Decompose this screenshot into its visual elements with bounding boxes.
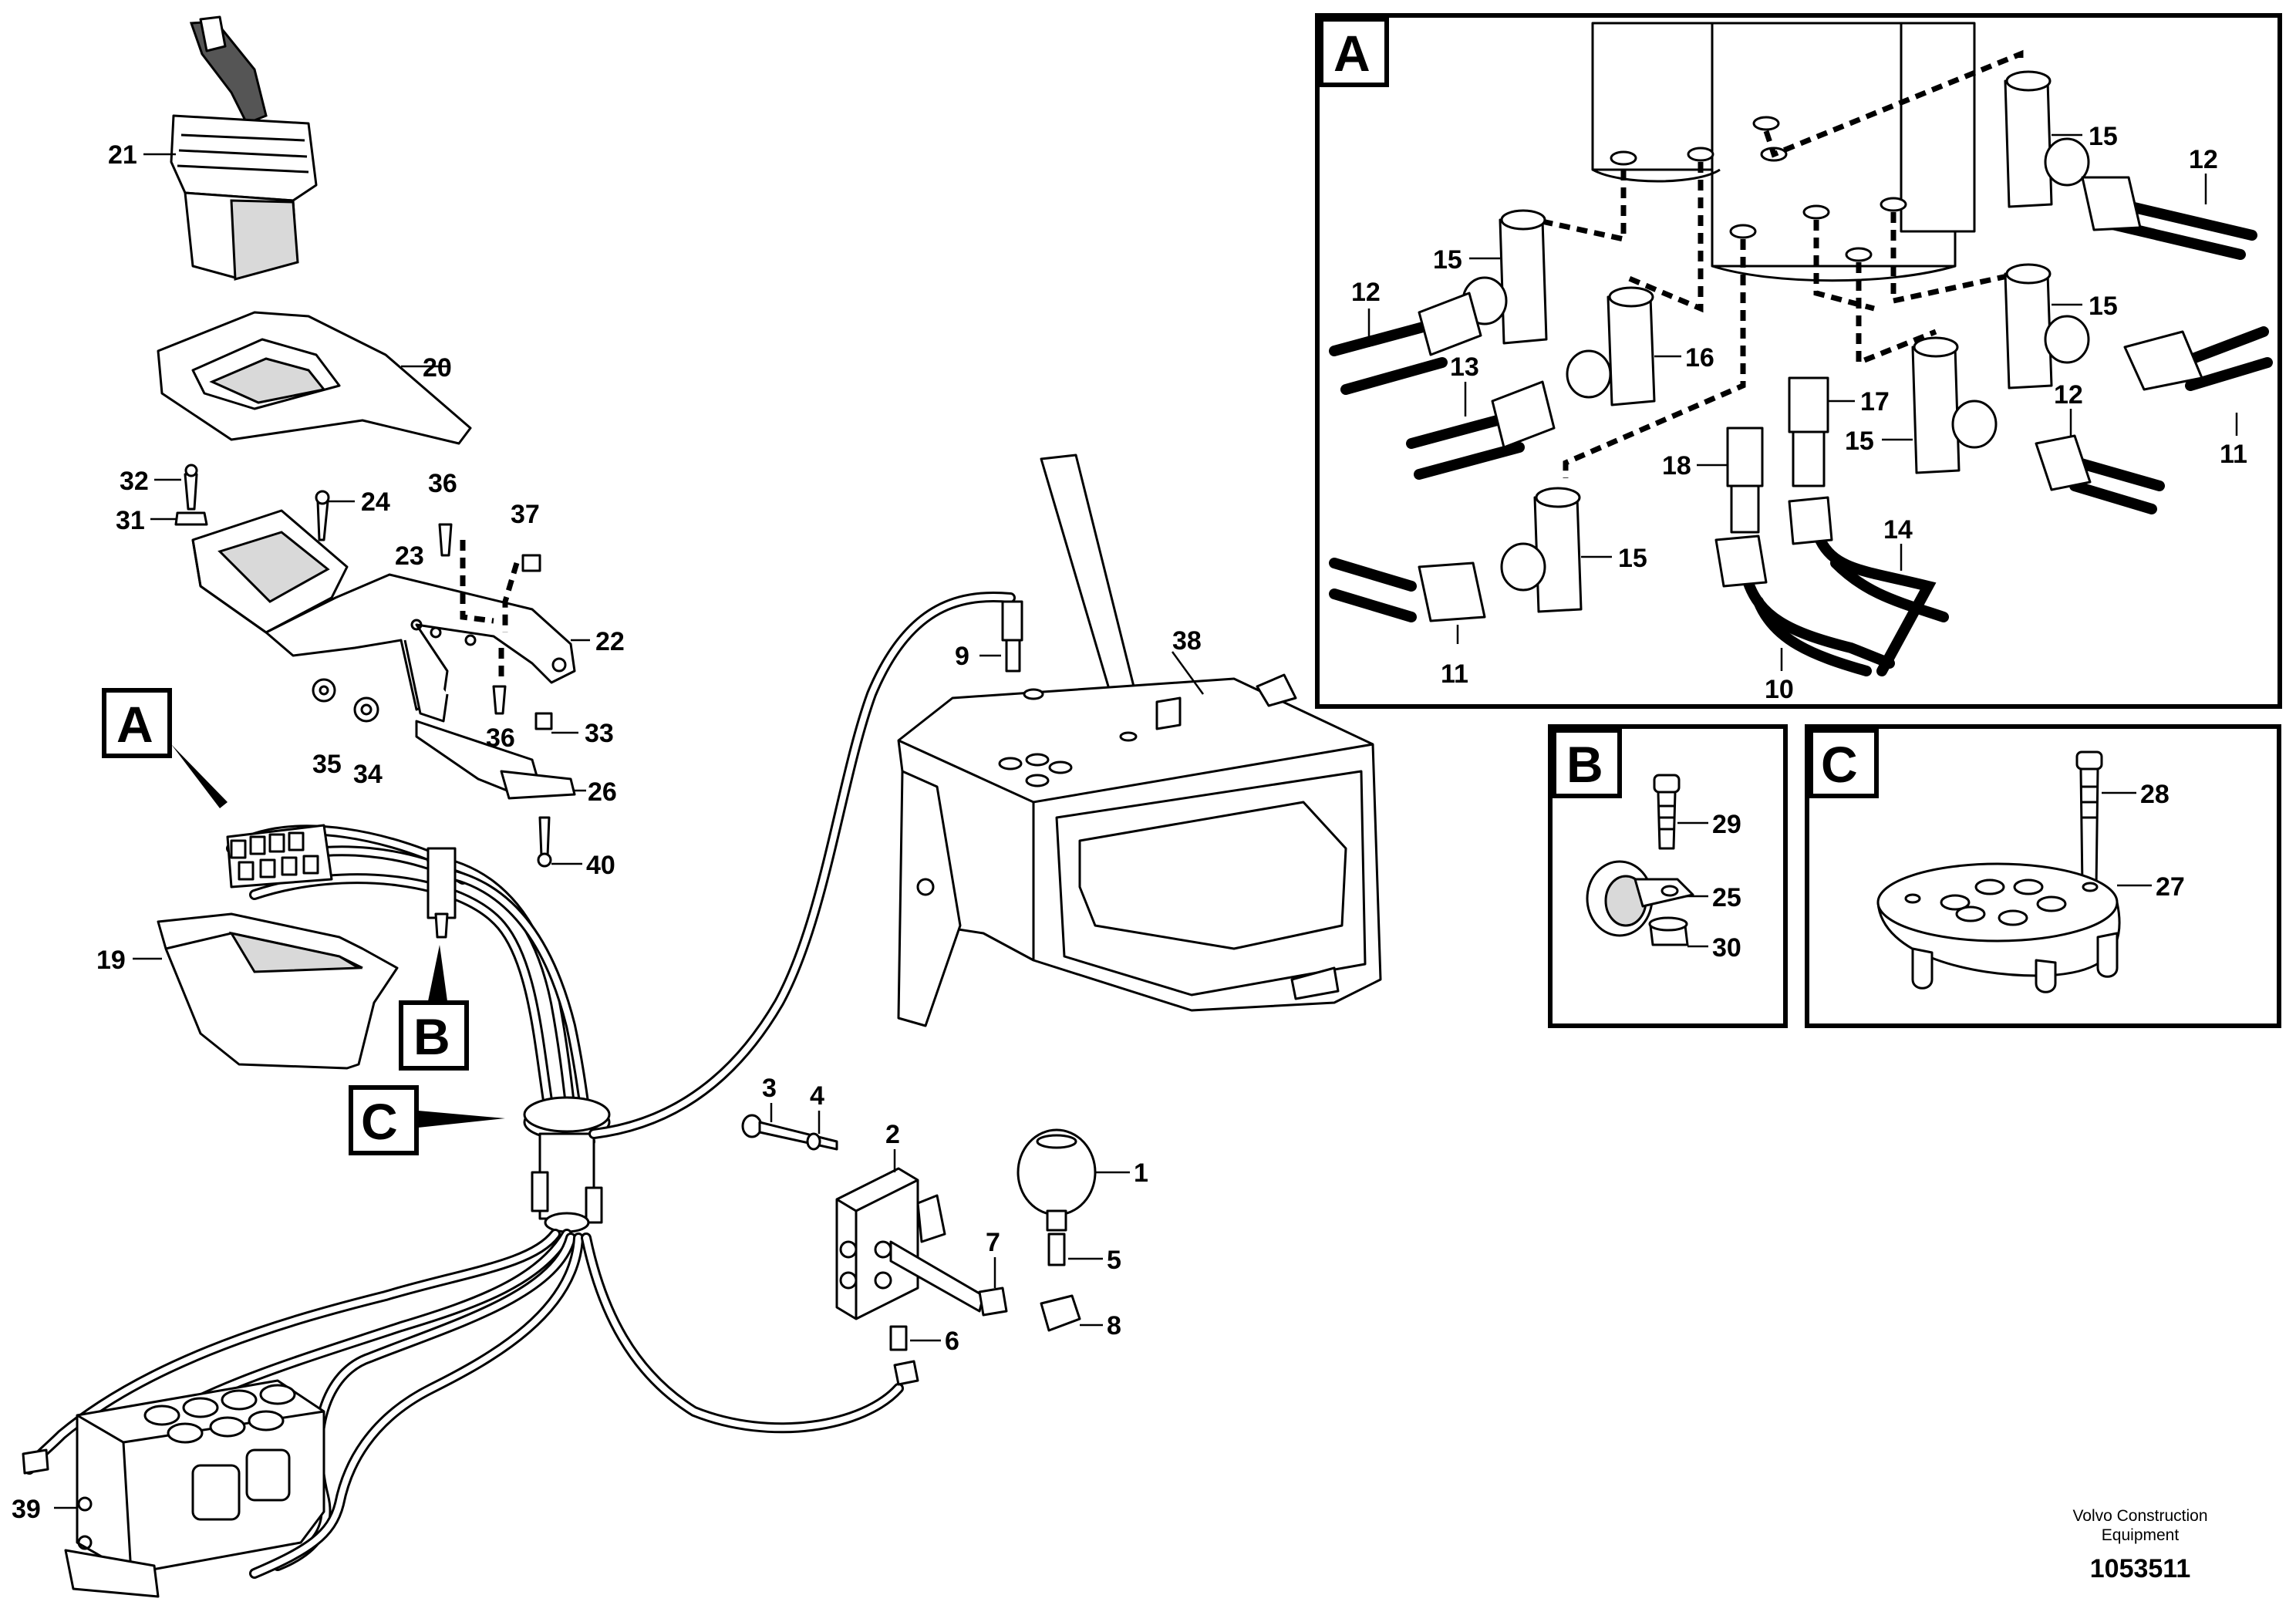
valve-block <box>835 1167 985 1320</box>
tee-fitting-15-a <box>1462 209 1548 345</box>
label-23: 23 <box>395 541 424 571</box>
label-28: 28 <box>2140 780 2170 809</box>
label-10: 10 <box>1765 675 1794 704</box>
label-36-top: 36 <box>428 469 457 498</box>
label-19: 19 <box>96 946 126 975</box>
label-14: 14 <box>1883 515 1913 545</box>
label-12-a: 12 <box>1351 278 1381 307</box>
detail-a-labels: 15 15 15 15 15 12 12 12 13 16 17 18 14 <box>1351 122 2247 704</box>
bracket-fasteners <box>174 464 576 868</box>
label-1: 1 <box>1134 1158 1148 1188</box>
detail-c-letter: C <box>1821 736 1858 793</box>
adapter-17-18 <box>1726 376 1829 534</box>
label-11-a: 11 <box>2220 440 2247 469</box>
credit-line-1: Volvo Construction <box>2072 1507 2207 1525</box>
harness-flange <box>523 1096 611 1233</box>
label-21: 21 <box>108 140 137 170</box>
fitting-7-6 <box>889 1286 1008 1386</box>
callout-b-main: B <box>399 945 469 1071</box>
callout-b-letter: B <box>413 1008 450 1065</box>
label-15-c: 15 <box>2089 292 2118 321</box>
credit-line-2: Equipment <box>2102 1526 2180 1544</box>
callout-a-main: A <box>102 688 228 808</box>
label-15-a: 15 <box>1433 245 1462 275</box>
label-12-c: 12 <box>2054 380 2083 410</box>
label-36-bottom: 36 <box>486 723 515 753</box>
detail-b-letter: B <box>1566 736 1603 793</box>
callout-c-main: C <box>349 1085 505 1155</box>
label-24: 24 <box>361 487 390 517</box>
label-15-e: 15 <box>1618 544 1647 573</box>
label-4: 4 <box>810 1081 824 1111</box>
label-13: 13 <box>1450 352 1479 382</box>
label-38: 38 <box>1172 626 1202 656</box>
label-31: 31 <box>116 506 145 535</box>
cable-tray <box>157 912 399 1070</box>
tee-fitting-15-top-right <box>2004 70 2090 208</box>
label-20: 20 <box>423 353 452 383</box>
label-18: 18 <box>1662 451 1691 481</box>
flange-assembly <box>1876 750 2121 993</box>
label-32: 32 <box>120 467 149 496</box>
joystick-lever <box>170 15 318 281</box>
detail-a-panel: A <box>1315 13 2282 709</box>
detail-a-letter: A <box>1333 25 1371 82</box>
label-22: 22 <box>595 627 625 656</box>
document-number: 1053511 <box>2090 1554 2191 1583</box>
label-29: 29 <box>1712 810 1741 839</box>
label-3: 3 <box>762 1074 777 1103</box>
label-8: 8 <box>1107 1311 1121 1340</box>
callout-c-letter: C <box>361 1093 398 1150</box>
label-30: 30 <box>1712 933 1741 963</box>
label-34: 34 <box>353 760 383 789</box>
control-valve <box>22 1379 325 1598</box>
fitting-9 <box>1001 600 1023 673</box>
label-5: 5 <box>1107 1246 1121 1275</box>
label-33: 33 <box>585 719 614 748</box>
clip-assembly <box>1586 774 1694 946</box>
joystick-bracket <box>191 509 576 723</box>
harness-connector-block <box>226 824 595 1147</box>
tee-fitting-15-center <box>1911 336 1998 474</box>
label-26: 26 <box>588 777 617 807</box>
label-27: 27 <box>2156 872 2185 902</box>
label-25: 25 <box>1712 883 1741 912</box>
label-16: 16 <box>1685 343 1714 373</box>
label-35: 35 <box>312 750 342 779</box>
label-11-b: 11 <box>1441 659 1468 689</box>
lower-hoses <box>24 592 1016 1579</box>
bolt-3-washer-4 <box>741 1114 838 1151</box>
label-37: 37 <box>511 500 540 529</box>
label-9: 9 <box>955 642 969 671</box>
tee-fitting-16 <box>1566 286 1656 406</box>
footer-credit: Volvo Construction Equipment 1053511 <box>2072 1507 2207 1583</box>
label-6: 6 <box>945 1327 959 1356</box>
label-17: 17 <box>1860 387 1890 416</box>
label-7: 7 <box>986 1228 1000 1257</box>
detail-c-panel: C 28 27 <box>1805 724 2281 1028</box>
label-39: 39 <box>12 1495 41 1524</box>
label-2: 2 <box>885 1120 900 1149</box>
joystick-cover <box>157 311 472 445</box>
label-40: 40 <box>586 851 615 880</box>
detail-a-hoses <box>1329 176 2273 676</box>
tee-fitting-15-low <box>1500 487 1583 613</box>
accumulator <box>1017 1128 1097 1332</box>
main-labels: 21 20 32 31 24 36 37 23 22 35 34 36 33 2… <box>12 140 1205 1524</box>
bracket-dashed-guides <box>460 540 520 679</box>
tee-fitting-15-mid-right <box>2004 263 2090 389</box>
label-15-b: 15 <box>2089 122 2118 151</box>
label-12-b: 12 <box>2189 145 2218 174</box>
detail-b-panel: B 29 25 30 <box>1548 724 1788 1028</box>
callout-a-letter: A <box>116 696 153 753</box>
hydraulic-tank <box>897 454 1382 1027</box>
label-15-d: 15 <box>1845 427 1874 456</box>
